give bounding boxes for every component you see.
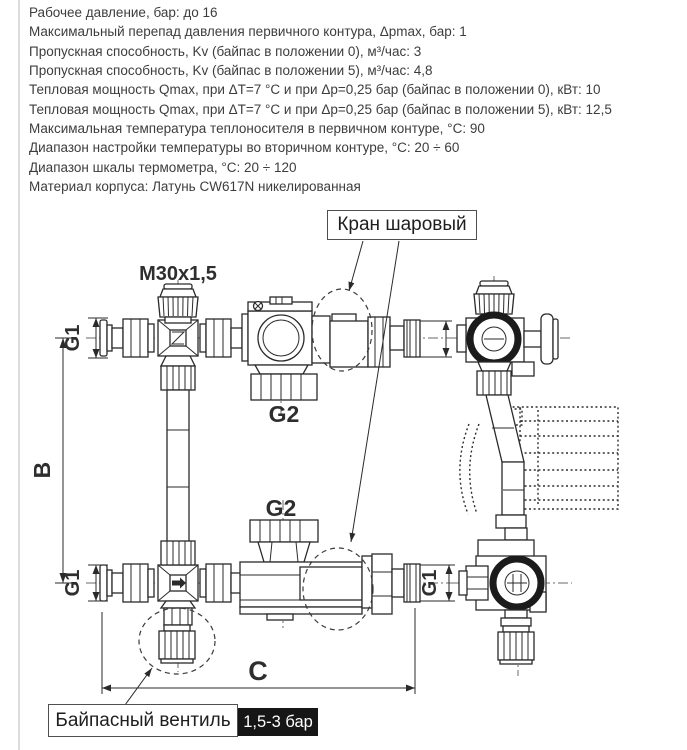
thermometer-top [466, 311, 522, 367]
spec-line: Тепловая мощность Qmax, при ΔT=7 °C и пр… [29, 101, 612, 117]
side-view [456, 280, 559, 665]
g2-label-top: G2 [269, 401, 300, 427]
cross-mark-bottom [172, 577, 186, 589]
dimensions [55, 317, 455, 694]
bypass-valve-side [497, 609, 535, 665]
spec-list: Рабочее давление, бар: до 16 Максимальны… [29, 3, 669, 196]
dim-c-label: C [248, 656, 268, 686]
valve-handwheel [540, 313, 554, 365]
bypass-callout-wrap: Байпасный вентиль 1,5-3 бар [48, 704, 318, 737]
ball-valve-callout: Кран шаровый [327, 210, 477, 240]
bypass-valve-callout: Байпасный вентиль [48, 704, 238, 737]
spec-line: Пропускная способность, Kv (байпас в пол… [29, 63, 433, 79]
spec-line: Рабочее давление, бар: до 16 [29, 5, 218, 20]
leader-lines [124, 240, 400, 706]
lower-valve-side [458, 514, 547, 613]
g1-label-bottom-left: G1 [62, 570, 84, 597]
callout-circles [138, 288, 374, 675]
g1-label-top-left: G1 [62, 325, 84, 352]
ball-valve-circle-bottom [302, 547, 374, 631]
ball-valve-circle-top [311, 288, 373, 372]
pipe-to-pump [485, 394, 525, 516]
thread-size-label: M30x1,5 [139, 263, 217, 285]
bypass-valve-front [158, 600, 197, 664]
spec-line: Материал корпуса: Латунь CW617N никелиро… [29, 179, 361, 195]
dim-b-label: B [29, 462, 55, 479]
bypass-valve-circle [138, 607, 216, 675]
g1-label-bottom-right: G1 [419, 570, 441, 597]
spec-line: Максимальная температура теплоносителя в… [29, 121, 485, 137]
cross-mark-top [170, 331, 186, 345]
spec-line: Диапазон настройки температуры во вторич… [29, 140, 460, 156]
page-left-divider [18, 0, 20, 750]
valve-handle-hub [523, 330, 542, 348]
ball-valve-top [241, 296, 369, 401]
top-assembly [99, 283, 421, 544]
mixing-valve-body [239, 519, 363, 621]
spec-line: Максимальный перепад давления первичного… [29, 24, 467, 40]
bypass-pressure-badge: 1,5-3 бар [238, 708, 318, 736]
bottom-assembly [99, 519, 421, 664]
spec-line: Диапазон шкалы термометра, °C: 20 ÷ 120 [29, 159, 297, 175]
spec-line: Пропускная способность, Kv (байпас в пол… [29, 43, 422, 59]
spec-line: Тепловая мощность Qmax, при ΔT=7 °C и пр… [29, 82, 601, 98]
thermostatic-head-front [157, 283, 199, 324]
g2-label-bottom: G2 [266, 495, 297, 521]
pump-dashed-outline [459, 406, 619, 515]
vertical-pipe [166, 389, 190, 544]
